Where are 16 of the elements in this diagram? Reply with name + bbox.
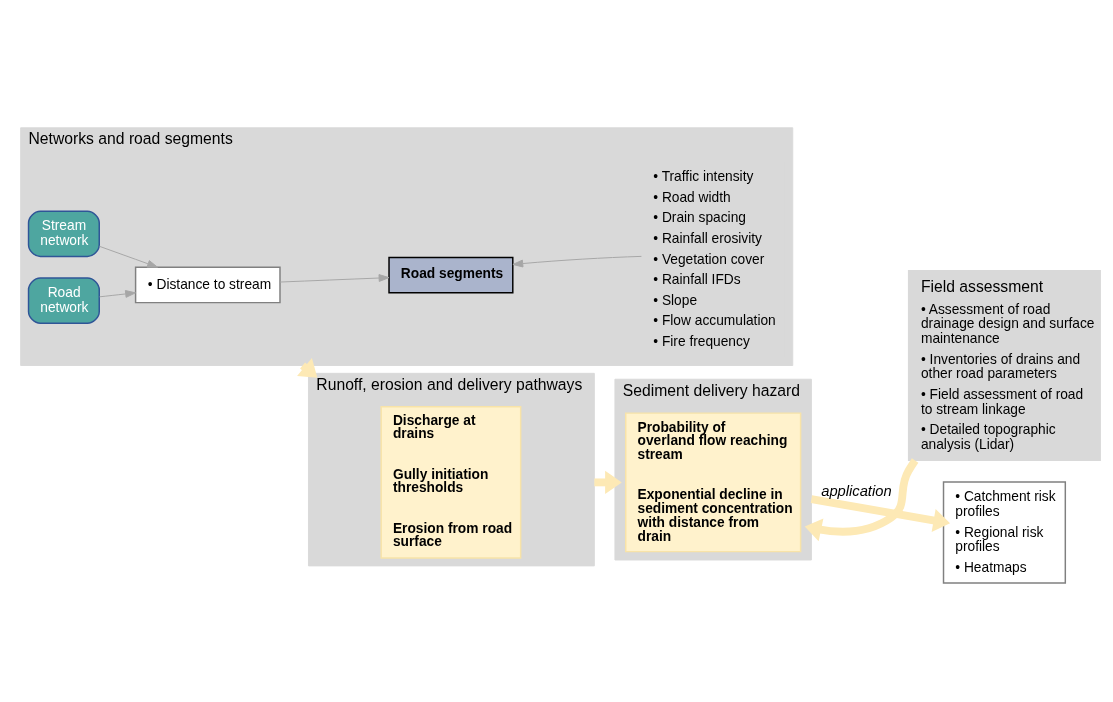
node-box: • Distance to stream bbox=[134, 266, 281, 303]
arrow bbox=[99, 245, 158, 268]
node-box: Road network bbox=[27, 276, 100, 324]
arrow bbox=[810, 494, 951, 532]
arrow bbox=[99, 289, 136, 298]
node-box: Discharge at drains Gully initiation thresholds Erosion from road surface bbox=[380, 405, 522, 559]
node-text: • Traffic intensity • Road width • Drain spacing • Rainfall erosivity • Vegetation cover • Rainfall IFDs • Slope • Flow accumulation • Fire frequency bbox=[653, 168, 776, 349]
node-box: Stream network bbox=[27, 210, 100, 257]
arrow bbox=[512, 255, 642, 267]
arrow bbox=[804, 457, 919, 541]
node-box: Probability of overland flow reaching stream Exponential decline in sediment concentration with distance from drain bbox=[625, 411, 802, 552]
node-box: Field assessment • Assessment of road drainage design and surface maintenance • Inventories of drains and other road parameters • Field assessment of road to stream linkage • Detailed topographic analysis (Lidar) bbox=[907, 269, 1101, 461]
edge-label: application bbox=[821, 482, 892, 499]
node-box: • Catchment risk profiles • Regional risk profiles • Heatmaps bbox=[942, 480, 1067, 584]
node-box: Road segments bbox=[388, 256, 514, 294]
arrow bbox=[279, 273, 390, 283]
